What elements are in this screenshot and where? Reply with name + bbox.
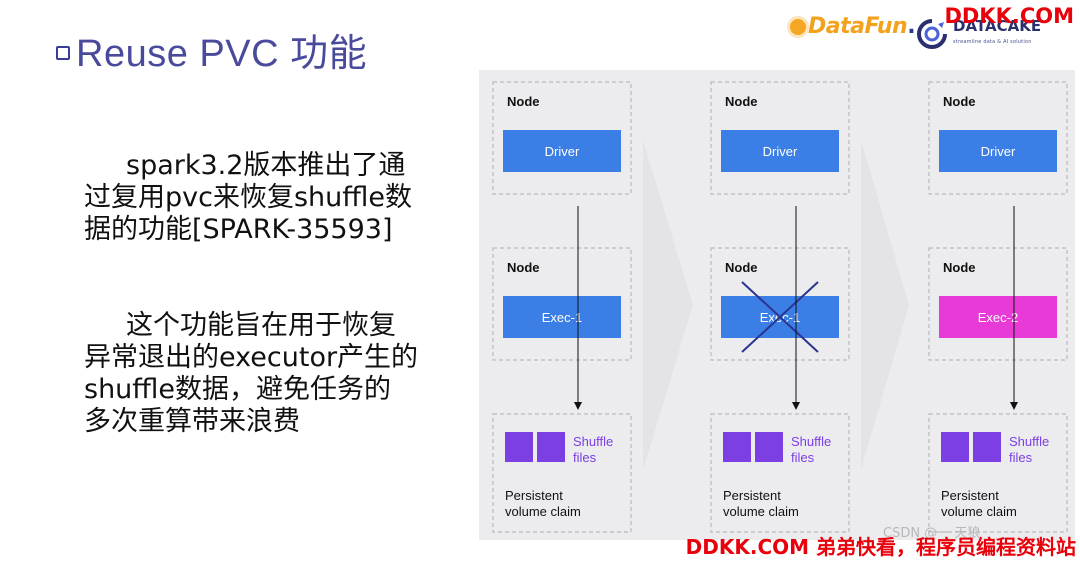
datacake-logo-text: DATACAKE <box>953 17 1042 35</box>
shuffle-label-line2: files <box>791 450 815 465</box>
node-label: Node <box>725 94 758 109</box>
paragraph2-line-4: 多次重算带来浪费 <box>84 406 300 437</box>
shuffle-file-block <box>537 432 565 462</box>
shuffle-label-line1: Shuffle <box>791 434 831 449</box>
driver-box-3 <box>939 130 1057 172</box>
shuffle-file-block <box>723 432 751 462</box>
paragraph1-line-1: spark3.2版本推出了通 <box>126 150 406 181</box>
datafun-logo-text: DataFun <box>808 14 908 39</box>
node-box-driver-1 <box>492 81 632 195</box>
datafun-logo: DataFun. <box>790 14 916 39</box>
paragraph1-line-3: 据的功能[SPARK-35593] <box>84 214 393 245</box>
paragraph2-line-1: 这个功能旨在用于恢复 <box>126 310 396 341</box>
node-label: Node <box>943 94 976 109</box>
datafun-logo-dot: . <box>907 14 916 39</box>
pvc-label-line2: volume claim <box>505 504 581 519</box>
driver-box-1 <box>503 130 621 172</box>
node-box-executor-2 <box>710 247 850 361</box>
node-label: Node <box>943 260 976 275</box>
shuffle-label-line2: files <box>573 450 597 465</box>
shuffle-label-line1: Shuffle <box>1009 434 1049 449</box>
transition-chevron-1 <box>643 140 693 470</box>
node-label: Node <box>507 94 540 109</box>
pvc-box-3 <box>928 413 1068 533</box>
watermark-bottom: DDKK.COM 弟弟快看，程序员编程资料站 <box>685 535 1076 559</box>
pvc-label-line2: volume claim <box>723 504 799 519</box>
pvc-box-2 <box>710 413 850 533</box>
watermark-faint: CSDN @一 天狼 <box>883 526 981 541</box>
driver-label: Driver <box>763 144 798 159</box>
pvc-label-line1: Persistent <box>505 488 563 503</box>
executor-label: Exec-2 <box>978 310 1018 325</box>
shuffle-file-block <box>973 432 1001 462</box>
executor-label: Exec-1 <box>542 310 582 325</box>
datacake-icon <box>917 19 947 49</box>
pvc-label-line1: Persistent <box>723 488 781 503</box>
node-box-driver-2 <box>710 81 850 195</box>
slide-title-area: Reuse PVC 功能 <box>56 22 367 77</box>
node-label: Node <box>725 260 758 275</box>
driver-label: Driver <box>545 144 580 159</box>
node-box-driver-3 <box>928 81 1068 195</box>
pvc-label-line2: volume claim <box>941 504 1017 519</box>
sun-icon <box>790 18 806 35</box>
node-box-executor-1 <box>492 247 632 361</box>
shuffle-label-line1: Shuffle <box>573 434 613 449</box>
node-label: Node <box>507 260 540 275</box>
shuffle-file-block <box>755 432 783 462</box>
paragraph-purpose: 这个功能旨在用于恢复 异常退出的executor产生的 shuffle数据，避免… <box>84 310 484 438</box>
datacake-logo: DATACAKE streamline data & AI solution <box>916 18 1041 50</box>
node-box-executor-3 <box>928 247 1068 361</box>
driver-label: Driver <box>981 144 1016 159</box>
paragraph2-line-3: shuffle数据，避免任务的 <box>84 374 392 405</box>
executor-box-1 <box>503 296 621 338</box>
executor-box-3 <box>939 296 1057 338</box>
watermark-top: DDKK.COM <box>944 4 1074 28</box>
shuffle-file-block <box>505 432 533 462</box>
pvc-label-line1: Persistent <box>941 488 999 503</box>
paragraph-pvc-feature: spark3.2版本推出了通 过复用pvc来恢复shuffle数 据的功能[SP… <box>84 150 484 246</box>
shuffle-file-block <box>941 432 969 462</box>
pvc-box-1 <box>492 413 632 533</box>
transition-chevron-2 <box>861 140 909 470</box>
pvc-diagram: NodeDriverNodeExec-1ShufflefilesPersiste… <box>492 81 1068 533</box>
cross-mark-line-2 <box>741 281 819 353</box>
title-bullet-icon <box>56 45 70 60</box>
slide-title: Reuse PVC 功能 <box>76 33 368 75</box>
paragraph2-line-2: 异常退出的executor产生的 <box>84 342 419 373</box>
shuffle-label-line2: files <box>1009 450 1033 465</box>
driver-box-2 <box>721 130 839 172</box>
paragraph1-line-2: 过复用pvc来恢复shuffle数 <box>84 182 412 213</box>
datacake-tagline: streamline data & AI solution <box>953 39 1032 45</box>
